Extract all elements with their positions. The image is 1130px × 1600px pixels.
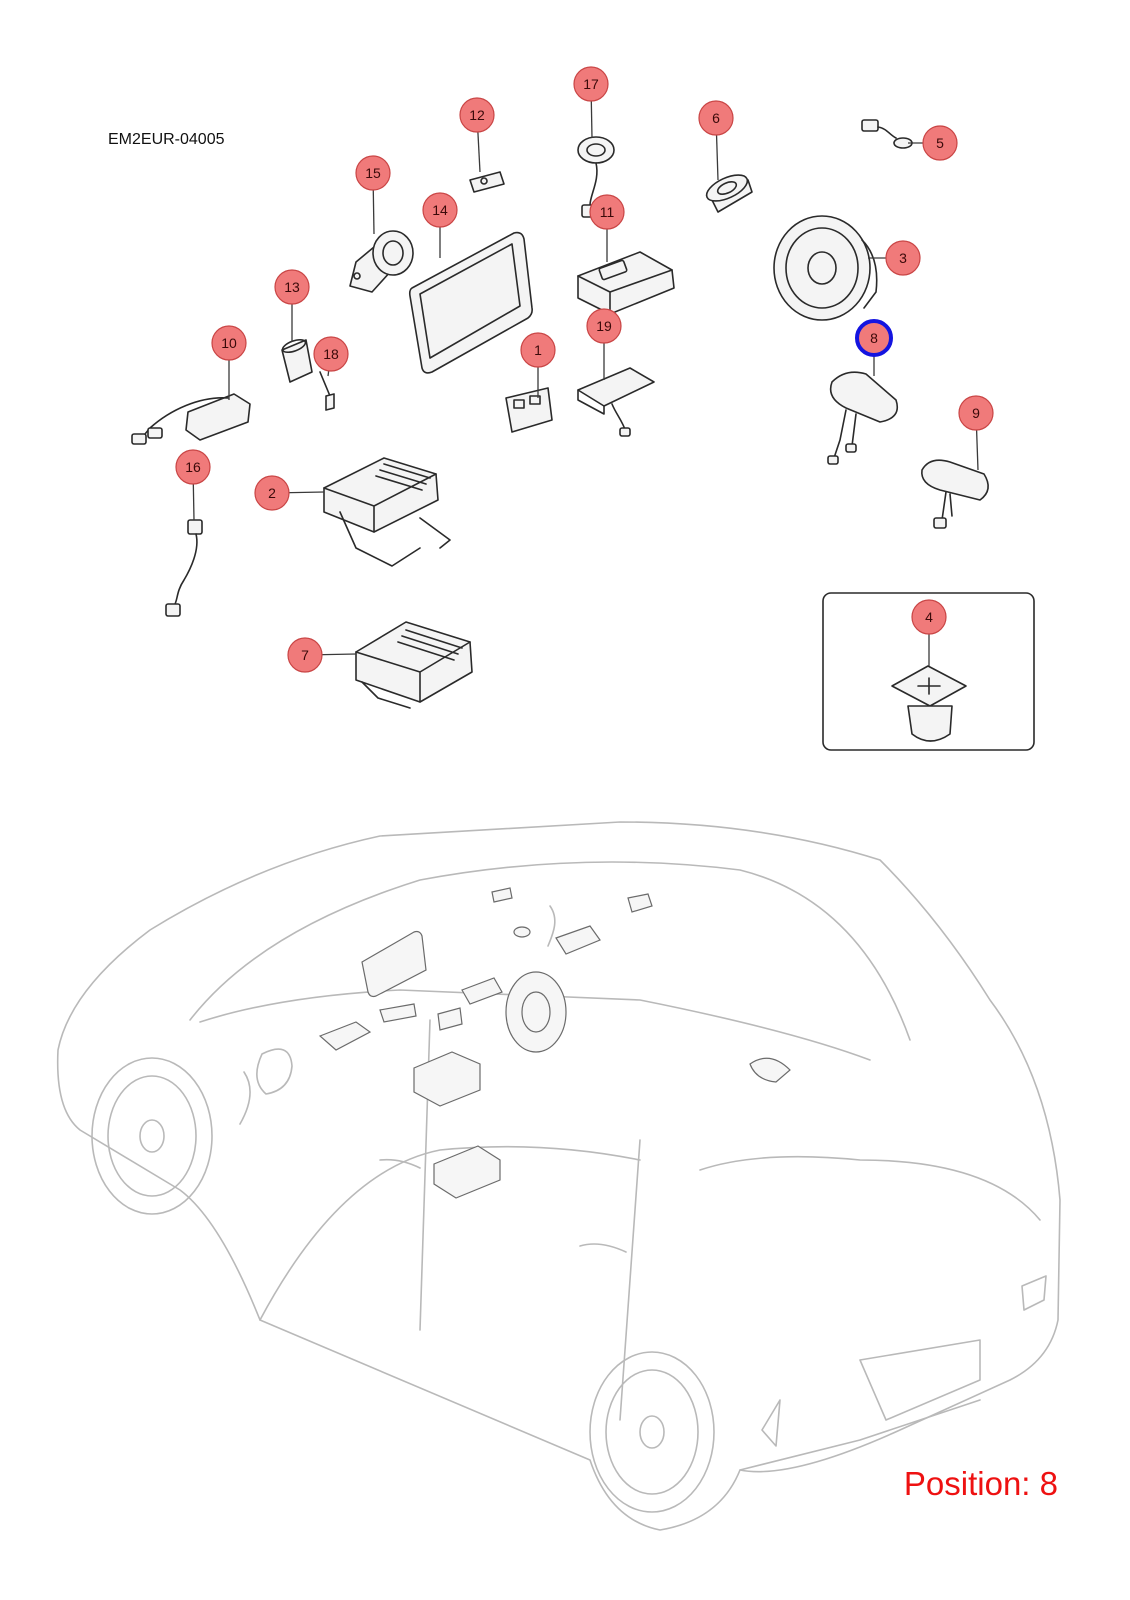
part-10-harness-module bbox=[131, 393, 251, 445]
svg-text:18: 18 bbox=[323, 346, 339, 362]
svg-text:4: 4 bbox=[925, 609, 933, 625]
part-17-tweeter bbox=[577, 136, 615, 218]
part-5-connector bbox=[861, 119, 913, 149]
svg-text:17: 17 bbox=[583, 76, 599, 92]
svg-text:5: 5 bbox=[936, 135, 944, 151]
part-8-antenna bbox=[827, 371, 899, 465]
svg-text:19: 19 bbox=[596, 318, 612, 334]
part-2-amplifier bbox=[323, 457, 451, 567]
callout-3[interactable]: 3 bbox=[885, 240, 921, 276]
part-18-pin bbox=[319, 371, 335, 411]
car-installed-parts bbox=[239, 887, 791, 1199]
callout-15[interactable]: 15 bbox=[355, 155, 391, 191]
svg-text:9: 9 bbox=[972, 405, 980, 421]
callout-14[interactable]: 14 bbox=[422, 192, 458, 228]
svg-text:16: 16 bbox=[185, 459, 201, 475]
part-14-display bbox=[408, 231, 533, 374]
part-3-large-speaker bbox=[773, 215, 878, 321]
svg-text:2: 2 bbox=[268, 485, 276, 501]
svg-text:7: 7 bbox=[301, 647, 309, 663]
svg-text:3: 3 bbox=[899, 250, 907, 266]
callout-19[interactable]: 19 bbox=[586, 308, 622, 344]
diagram-code: EM2EUR-04005 bbox=[108, 131, 225, 148]
callout-8-selected[interactable]: 8 bbox=[855, 319, 893, 357]
callout-10[interactable]: 10 bbox=[211, 325, 247, 361]
callout-12[interactable]: 12 bbox=[459, 97, 495, 133]
callout-13[interactable]: 13 bbox=[274, 269, 310, 305]
callout-5[interactable]: 5 bbox=[922, 125, 958, 161]
callout-17[interactable]: 17 bbox=[573, 66, 609, 102]
part-1-switch bbox=[505, 387, 553, 433]
svg-text:13: 13 bbox=[284, 279, 300, 295]
callout-7[interactable]: 7 bbox=[287, 637, 323, 673]
callout-11[interactable]: 11 bbox=[589, 194, 625, 230]
callout-1[interactable]: 1 bbox=[520, 332, 556, 368]
part-11-module bbox=[577, 251, 675, 315]
svg-text:8: 8 bbox=[870, 330, 878, 346]
svg-text:6: 6 bbox=[712, 110, 720, 126]
position-label: Position: 8 bbox=[903, 1465, 1058, 1502]
callout-2[interactable]: 2 bbox=[254, 475, 290, 511]
callout-6[interactable]: 6 bbox=[698, 100, 734, 136]
svg-text:11: 11 bbox=[600, 204, 615, 220]
part-15-speaker-bracket bbox=[349, 230, 414, 293]
svg-text:14: 14 bbox=[432, 202, 448, 218]
svg-text:1: 1 bbox=[534, 342, 542, 358]
svg-text:12: 12 bbox=[469, 107, 485, 123]
part-6-speaker bbox=[705, 174, 753, 213]
inset-box bbox=[822, 592, 1035, 751]
part-7-amplifier bbox=[355, 621, 473, 709]
callout-4[interactable]: 4 bbox=[911, 599, 947, 635]
callout-18[interactable]: 18 bbox=[313, 336, 349, 372]
part-13-cylinder bbox=[281, 338, 313, 383]
part-9-antenna bbox=[921, 459, 989, 529]
part-16-sensor bbox=[165, 519, 203, 617]
svg-text:15: 15 bbox=[365, 165, 381, 181]
part-19-flat-module bbox=[577, 367, 655, 437]
car-outline bbox=[56, 821, 1061, 1531]
callout-9[interactable]: 9 bbox=[958, 395, 994, 431]
part-12-bracket bbox=[469, 171, 505, 193]
callout-16[interactable]: 16 bbox=[175, 449, 211, 485]
svg-text:10: 10 bbox=[221, 335, 237, 351]
